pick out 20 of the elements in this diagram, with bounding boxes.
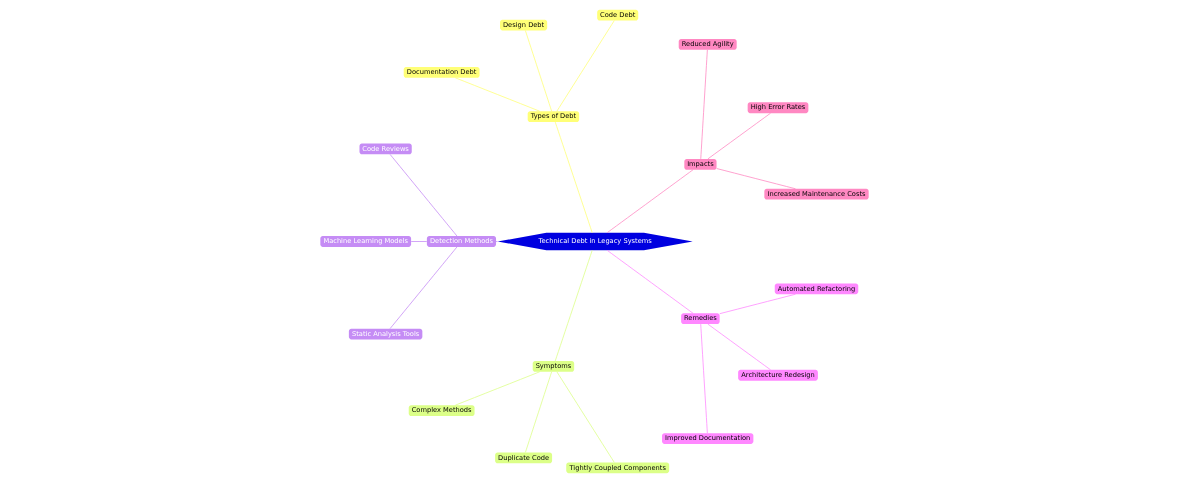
- connector: [495, 240, 498, 242]
- connector: [454, 76, 540, 112]
- connector: [410, 240, 427, 242]
- connector: [606, 249, 693, 314]
- connector: [706, 323, 771, 370]
- connector: [554, 121, 593, 233]
- connector: [389, 246, 457, 329]
- connector: [699, 48, 708, 159]
- connector: [699, 323, 708, 434]
- connector: [454, 370, 540, 406]
- connector: [706, 112, 771, 159]
- connector: [606, 168, 693, 233]
- connector: [389, 153, 457, 236]
- connector: [556, 370, 615, 463]
- connector: [554, 249, 593, 361]
- connector: [524, 29, 552, 112]
- connector: [524, 370, 552, 453]
- connector: [718, 293, 796, 314]
- connector: [715, 167, 796, 189]
- connector: [556, 19, 615, 112]
